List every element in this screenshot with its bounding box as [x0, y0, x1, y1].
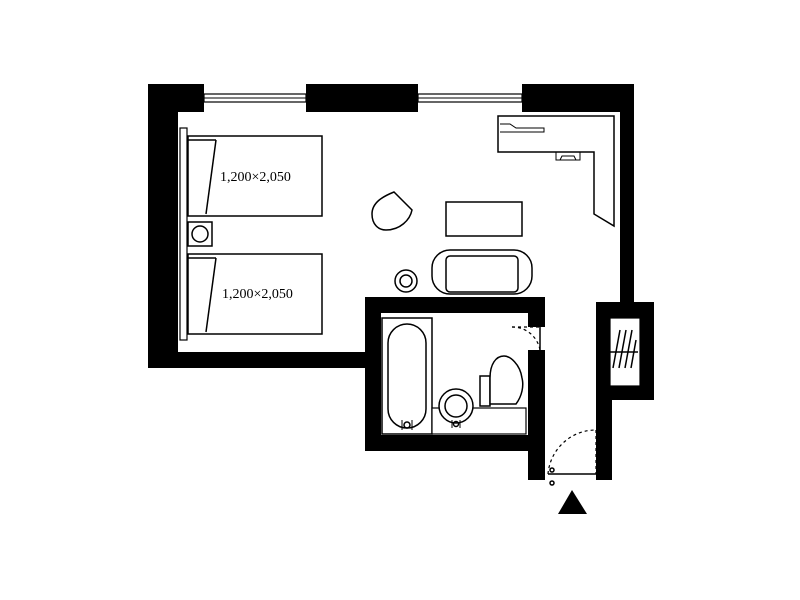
- closet: [606, 317, 641, 387]
- headboard-panel: [179, 127, 188, 341]
- toilet-icon: [479, 355, 524, 407]
- bed-1: 1,200×2,050: [187, 135, 323, 217]
- walls: [148, 84, 654, 480]
- bed-2: 1,200×2,050: [187, 253, 323, 335]
- bathtub-icon: [381, 317, 433, 435]
- nightstand: [187, 221, 213, 247]
- desk: [497, 115, 615, 228]
- windows: [203, 93, 523, 103]
- sofa-icon: [431, 249, 533, 295]
- chair-icon: [371, 191, 413, 231]
- entrance-arrow-icon: [558, 490, 587, 514]
- bed-1-size-label: 1,200×2,050: [220, 170, 291, 185]
- table: [445, 201, 523, 237]
- round-stool: [394, 269, 418, 293]
- bed-2-size-label: 1,200×2,050: [222, 287, 293, 302]
- bathroom-door-swing-icon: [511, 326, 541, 351]
- entrance-door-swing-icon: [547, 429, 597, 486]
- sink-icon: [438, 388, 474, 428]
